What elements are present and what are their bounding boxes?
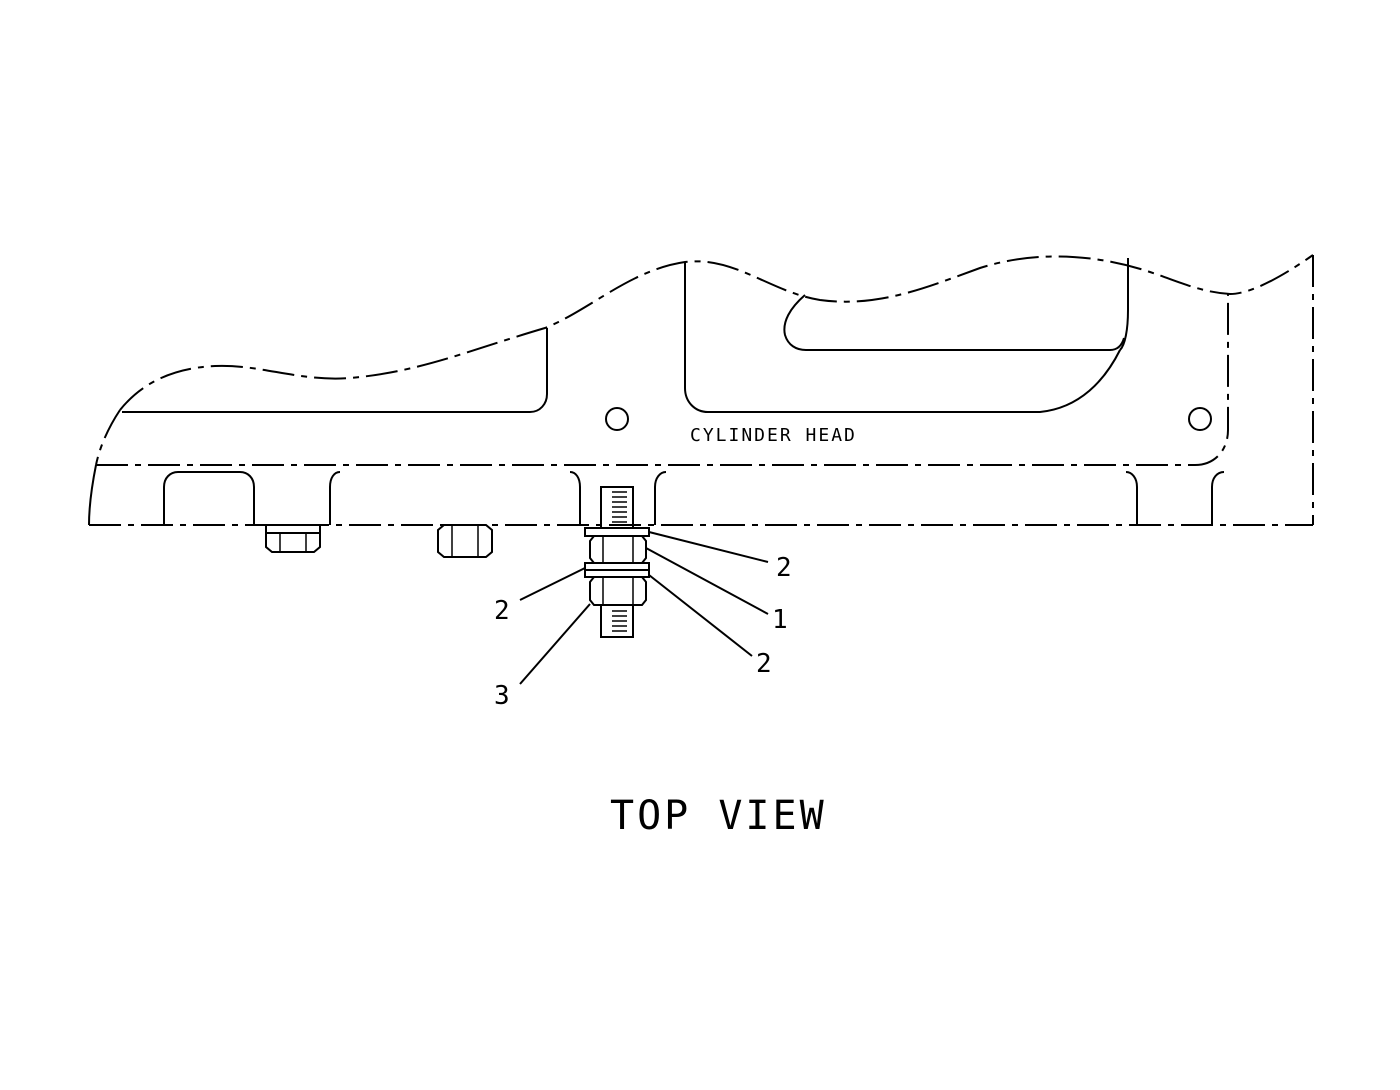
dowel-hole-right <box>1188 407 1212 431</box>
left-pocket <box>122 328 548 413</box>
part-label: CYLINDER HEAD <box>690 425 857 446</box>
leader-lines <box>519 531 769 685</box>
callout-3-left: 3 <box>494 681 510 711</box>
dowel-hole-left <box>605 407 629 431</box>
hex-nut-left <box>265 524 321 553</box>
boss-3 <box>569 471 667 525</box>
callout-1-right: 1 <box>772 605 788 635</box>
callout-2-left: 2 <box>494 596 510 626</box>
boss-1 <box>163 471 255 525</box>
hex-nut-middle <box>437 524 493 558</box>
stud-assembly <box>584 486 650 638</box>
boss-4 <box>1125 471 1225 525</box>
cylinder-head-outline <box>88 254 1314 526</box>
callout-2-lower-right: 2 <box>756 649 772 679</box>
inner-pocket <box>783 294 1125 351</box>
center-pocket <box>684 258 1129 413</box>
callout-2-upper-right: 2 <box>776 553 792 583</box>
boss-2 <box>253 471 341 525</box>
view-title: TOP VIEW <box>610 793 827 839</box>
